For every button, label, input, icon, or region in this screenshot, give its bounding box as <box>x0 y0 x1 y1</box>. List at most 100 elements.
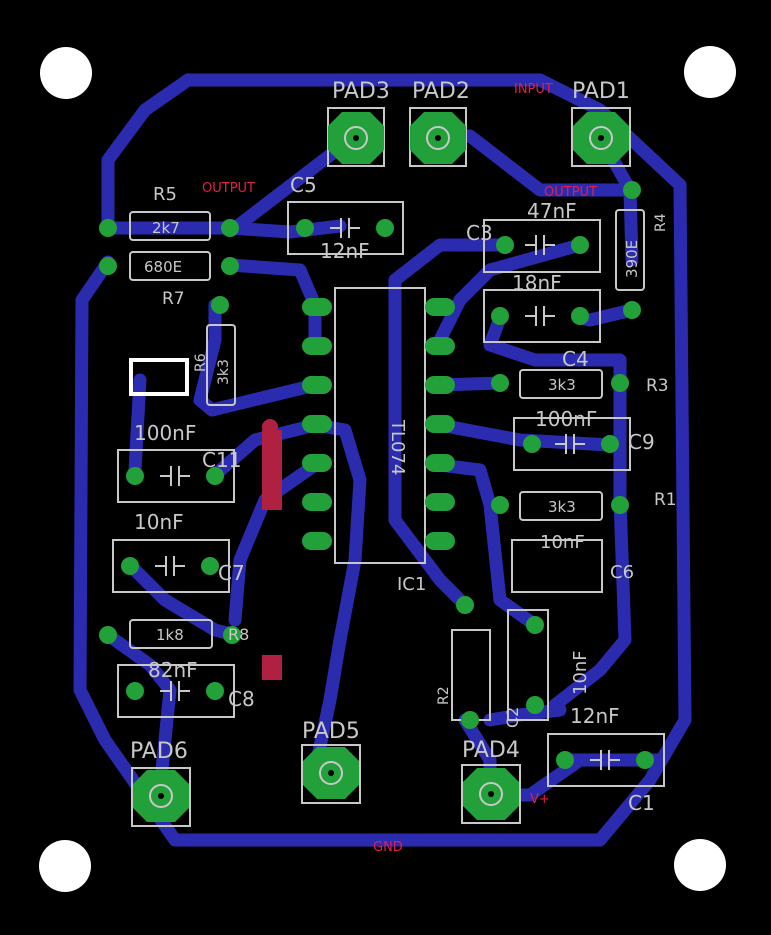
ic1-pin-4 <box>302 415 332 433</box>
pad-c1-b <box>636 751 654 769</box>
ic1-pin-2 <box>302 337 332 355</box>
net-output-right-label: OUTPUT <box>544 185 597 200</box>
c8-value: 82nF <box>148 658 198 682</box>
trace-r6-ic <box>193 298 322 417</box>
trace-r7-ic <box>223 258 322 352</box>
c4-outline <box>483 289 601 343</box>
r5-outline <box>129 211 211 241</box>
c3-symbol <box>525 235 555 255</box>
c3-outline <box>483 219 601 273</box>
pad-r4-a <box>623 181 641 199</box>
ic1-value: TL074 <box>387 419 408 475</box>
r8-label: R8 <box>228 625 249 644</box>
r4-label: R4 <box>653 213 669 232</box>
pad6-connector <box>133 770 189 822</box>
pad1-label: PAD1 <box>572 79 630 104</box>
pad-c3-a <box>496 236 514 254</box>
via-top <box>262 419 278 435</box>
r6-outline <box>206 324 236 406</box>
pad-r7-a <box>99 257 117 275</box>
r7-label: R7 <box>162 289 185 309</box>
ic1-pin-6 <box>302 493 332 511</box>
c7-value: 10nF <box>134 510 184 534</box>
net-input-label: INPUT <box>514 82 553 97</box>
ic1-pin-1 <box>302 298 332 316</box>
net-labels: INPUT OUTPUT OUTPUT GND V+ <box>202 82 597 855</box>
pad-c8-a <box>126 682 144 700</box>
c4-symbol <box>525 306 555 326</box>
r7-value: 680E <box>144 258 182 276</box>
trace-ic-r8 <box>228 458 322 627</box>
trace-r8-pad6 <box>101 628 177 797</box>
r1-outline <box>519 491 603 521</box>
pad-c4-b <box>571 307 589 325</box>
c6-outline <box>511 539 603 593</box>
mount-hole-bottom-left <box>39 840 91 892</box>
pad-c7-a <box>121 557 139 575</box>
pad6-label: PAD6 <box>130 739 188 764</box>
pad5-label: PAD5 <box>302 719 360 744</box>
ic1-label: IC1 <box>397 574 426 595</box>
silkscreen-layer <box>112 107 665 827</box>
c11-label: C11 <box>202 448 241 472</box>
c1-outline <box>547 733 665 787</box>
ic1-pin-7 <box>302 532 332 550</box>
c4-label: C4 <box>562 347 589 371</box>
mount-hole-bottom-right <box>674 839 726 891</box>
ic1-pin-10 <box>425 454 455 472</box>
marker-box <box>129 358 189 396</box>
r5-label: R5 <box>153 184 177 205</box>
pad4-outline <box>461 764 521 824</box>
pad-r2-b <box>461 711 479 729</box>
pad-c9-b <box>601 435 619 453</box>
ic1-pin-11 <box>425 415 455 433</box>
c2-outline <box>507 609 549 721</box>
pad-r6-a <box>211 296 229 314</box>
pad4-label: PAD4 <box>462 738 520 763</box>
c3-value: 47nF <box>527 199 577 223</box>
c5-symbol <box>330 218 360 238</box>
trace-c3-ic <box>388 238 512 612</box>
ic1-pin-8 <box>425 532 455 550</box>
pad-c5-a <box>296 219 314 237</box>
c9-label: C9 <box>628 430 655 454</box>
pad-r4-b <box>623 301 641 319</box>
c9-value: 100nF <box>535 407 597 431</box>
trace-r1-c2 <box>548 493 632 712</box>
pad-c8-b <box>206 682 224 700</box>
trace-c3-r <box>433 238 587 347</box>
pad6-outline <box>131 767 191 827</box>
trace-ic-pad5 <box>308 418 367 777</box>
pad-r3-b <box>611 374 629 392</box>
c1-symbol <box>590 750 620 770</box>
pad-r1-b <box>611 496 629 514</box>
trace-c4-r3 <box>483 311 627 507</box>
pad5-connector <box>303 747 359 799</box>
component-pads <box>99 181 654 769</box>
pad-c11-a <box>126 467 144 485</box>
r1-value: 3k3 <box>548 498 576 516</box>
net-output-left-label: OUTPUT <box>202 181 255 196</box>
pad-r8-a <box>99 626 117 644</box>
trace-ic-r1 <box>433 458 542 632</box>
r4-outline <box>615 209 645 291</box>
r3-value: 3k3 <box>548 376 576 394</box>
pad-r2-a <box>456 596 474 614</box>
component-labels: R5 2k7 680E R7 R6 3k3 R4 390E R3 3k3 R1 … <box>134 173 677 815</box>
cap-symbols <box>155 218 620 770</box>
c2-value: 10nF <box>570 650 591 695</box>
pad-r5-b <box>221 219 239 237</box>
via-strip-lower <box>262 655 282 680</box>
c8-label: C8 <box>228 687 255 711</box>
trace-r2-c1 <box>483 703 567 727</box>
pad3-connector <box>328 112 384 164</box>
r6-value: 3k3 <box>216 359 232 385</box>
r2-label: R2 <box>436 686 452 705</box>
ic1-outline <box>334 287 426 564</box>
ic1-pin-3 <box>302 376 332 394</box>
c9-symbol <box>555 434 585 454</box>
trace-top-left <box>101 73 195 235</box>
c8-outline <box>117 664 235 718</box>
pad-c1-a <box>556 751 574 769</box>
